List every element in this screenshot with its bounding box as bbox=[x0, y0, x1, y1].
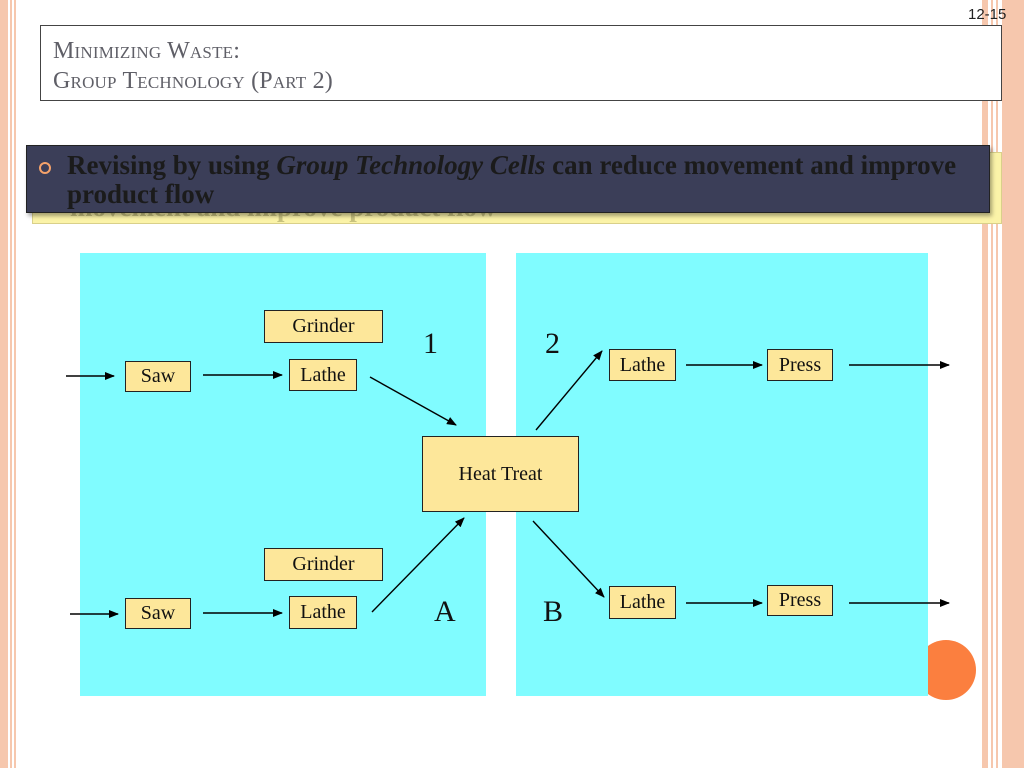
bullet-text-before: Revising by using bbox=[67, 150, 277, 180]
right-border-band bbox=[1002, 0, 1024, 768]
node-saw-top: Saw bbox=[125, 361, 191, 392]
right-border-stripe bbox=[982, 0, 988, 768]
left-border-stripe bbox=[0, 0, 8, 768]
cell-label-a: A bbox=[434, 595, 456, 628]
slide-number: 12-15 bbox=[968, 6, 1007, 23]
arrow-lathe-top-to-heat-treat bbox=[369, 376, 457, 426]
bullet-text-italic: Group Technology Cells bbox=[276, 150, 546, 180]
right-border-line bbox=[991, 0, 993, 768]
right-border-line bbox=[996, 0, 998, 768]
node-grinder-bottom: Grinder bbox=[264, 548, 383, 581]
left-border-line bbox=[10, 0, 12, 768]
bullet-circle-icon bbox=[39, 162, 51, 174]
bullet-text-after: can reduce movement and improve product … bbox=[67, 150, 957, 209]
arrow-heat-treat-to-lathe-right-bottom bbox=[532, 520, 605, 598]
page-title-line-2: Group Technology (Part 2) bbox=[53, 68, 333, 94]
node-lathe-right-bottom: Lathe bbox=[609, 586, 676, 619]
page-title-line-1: Minimizing Waste: bbox=[53, 38, 241, 64]
cell-label-b: B bbox=[543, 595, 564, 628]
bullet-text: Revising by using Group Technology Cells… bbox=[67, 151, 967, 209]
node-heat-treat: Heat Treat bbox=[422, 436, 579, 512]
arrow-heat-treat-to-lathe-right-top bbox=[535, 350, 603, 431]
node-lathe-bottom: Lathe bbox=[289, 596, 357, 629]
node-press-bottom: Press bbox=[767, 585, 833, 616]
node-press-top: Press bbox=[767, 349, 833, 381]
arrow-lathe-bottom-to-heat-treat bbox=[371, 517, 465, 613]
node-saw-bottom: Saw bbox=[125, 598, 191, 629]
title-box: Minimizing Waste: Group Technology (Part… bbox=[40, 25, 1002, 101]
cell-label-2: 2 bbox=[545, 327, 560, 360]
node-lathe-top: Lathe bbox=[289, 359, 357, 391]
bullet-banner: Revising by using Group Technology Cells… bbox=[26, 145, 990, 213]
node-lathe-right-top: Lathe bbox=[609, 349, 676, 381]
node-grinder-top: Grinder bbox=[264, 310, 383, 343]
left-border-line bbox=[14, 0, 16, 768]
cell-label-1: 1 bbox=[423, 327, 438, 360]
cell-panel-right bbox=[516, 253, 928, 696]
